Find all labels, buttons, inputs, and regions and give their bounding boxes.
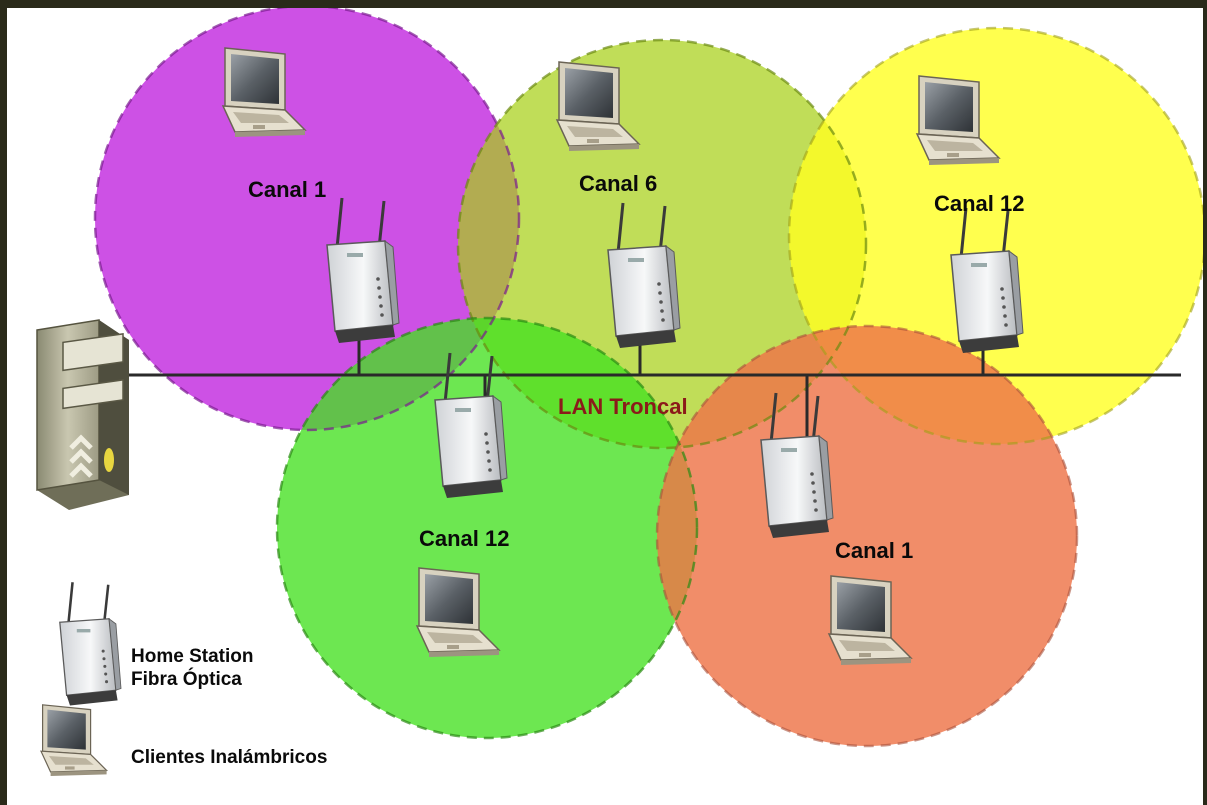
channel-label: Canal 12 <box>934 191 1025 216</box>
server-icon <box>36 319 129 510</box>
legend: Home Station Fibra Óptica Clientes Inalá… <box>40 580 327 777</box>
cell-orange <box>657 326 1077 746</box>
legend-client-label: Clientes Inalámbricos <box>131 747 327 768</box>
diagram-canvas: Canal 1 Canal 6 Canal 12 Canal 12 Canal … <box>36 8 1203 777</box>
overlap-outlines <box>93 8 1203 748</box>
channel-label: Canal 6 <box>579 171 657 196</box>
coverage-cells <box>93 8 1203 748</box>
lan-backbone-label: LAN Troncal <box>558 394 688 419</box>
laptop-icon <box>40 704 108 777</box>
legend-router-line2: Fibra Óptica <box>131 668 242 690</box>
router-icon <box>58 580 123 707</box>
legend-router-line1: Home Station <box>131 646 253 667</box>
channel-label: Canal 1 <box>835 538 913 563</box>
cell-green <box>277 318 697 738</box>
cell-purple <box>95 8 519 430</box>
channel-label: Canal 1 <box>248 177 326 202</box>
channel-label: Canal 12 <box>419 526 510 551</box>
